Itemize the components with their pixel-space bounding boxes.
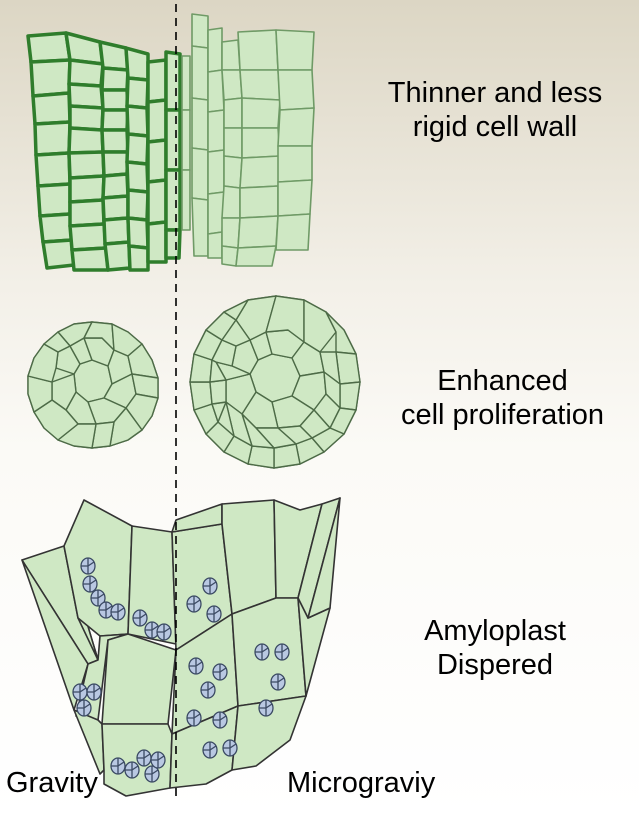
gravity-cell-cluster	[27, 321, 159, 449]
proliferation-label-line2: cell proliferation	[400, 399, 605, 431]
microgravity-label: Micrograviy	[287, 767, 436, 799]
amyloplast-label-line2: Dispered	[436, 649, 554, 681]
microgravity-cell-cluster	[189, 295, 361, 469]
microgravity-cell-wall-tissue	[181, 13, 315, 267]
gravity-label: Gravity	[6, 767, 98, 799]
amyloplast-group-gravity	[72, 557, 172, 783]
cell-wall-label: Thinner and less rigid cell wall	[370, 76, 620, 144]
amyloplast-label: Amyloplast Dispered	[400, 614, 590, 682]
root-tip-cells	[21, 497, 341, 797]
cell-wall-label-line1: Thinner and less	[387, 77, 603, 109]
proliferation-label: Enhanced cell proliferation	[380, 364, 625, 432]
gravity-cell-wall-tissue	[26, 31, 182, 272]
amyloplasts	[72, 557, 290, 783]
amyloplast-label-line1: Amyloplast	[424, 615, 566, 647]
cell-wall-label-line2: rigid cell wall	[412, 111, 578, 143]
proliferation-label-line1: Enhanced	[437, 365, 568, 397]
amyloplast-group-microgravity	[186, 577, 290, 759]
